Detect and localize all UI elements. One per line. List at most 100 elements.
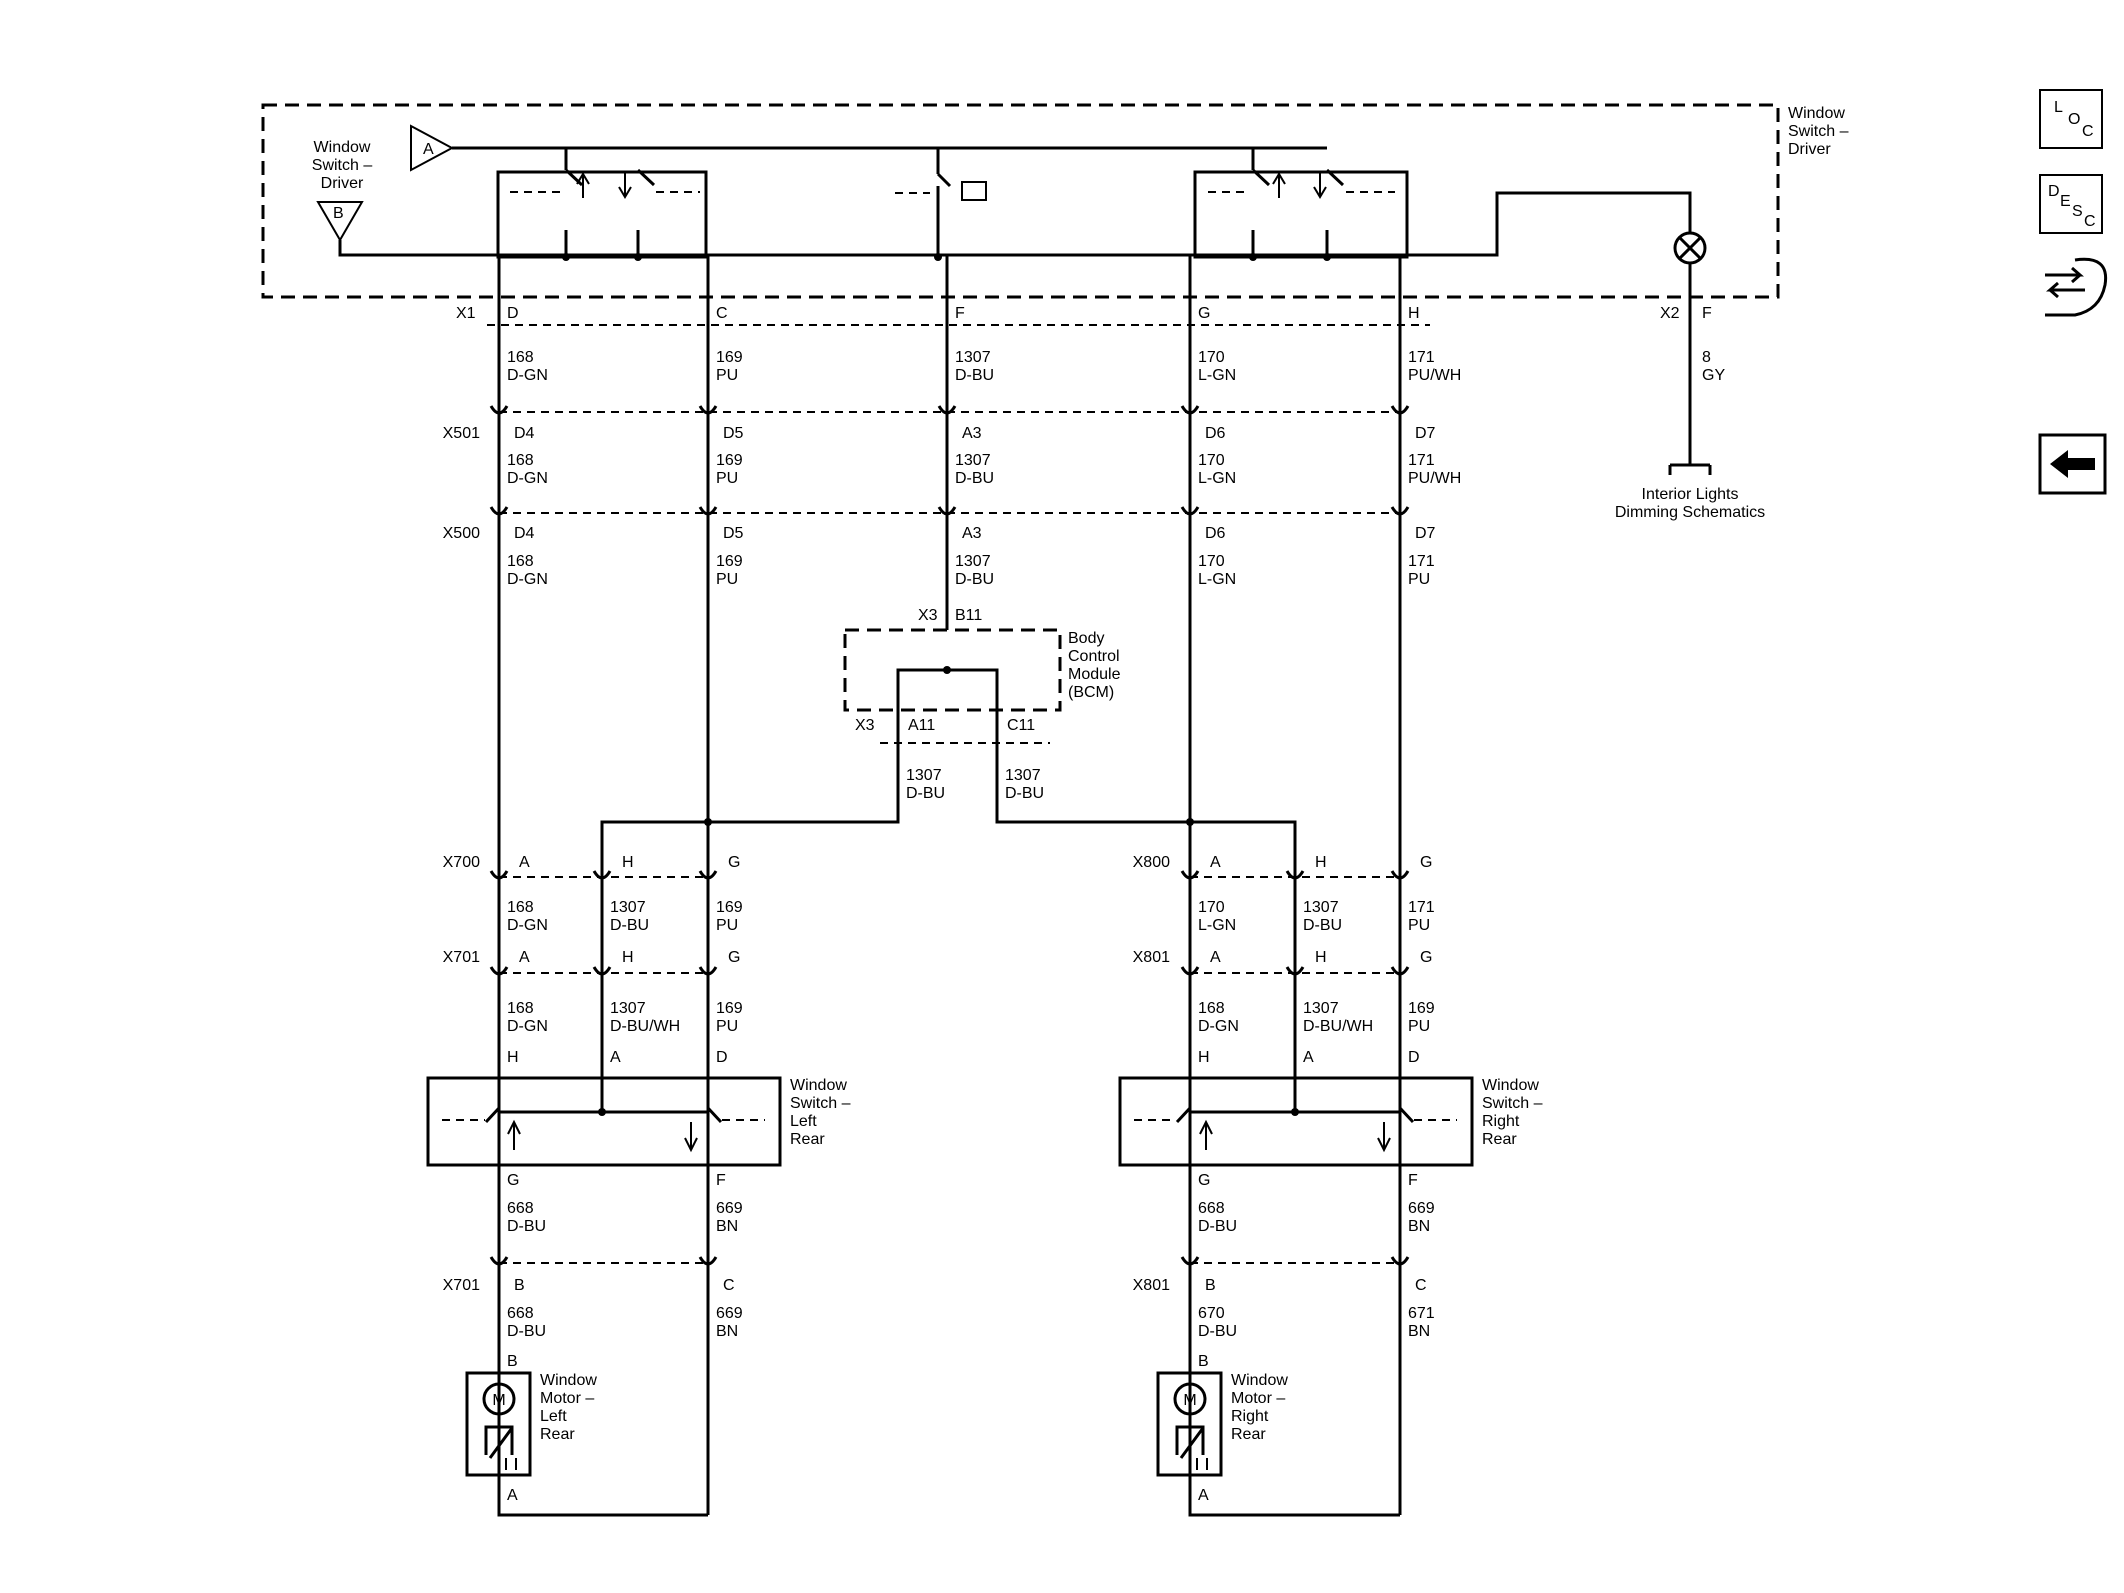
x501-pin-label: D6 xyxy=(1205,425,1226,442)
offpage-a-label: A xyxy=(423,141,434,158)
up-arrow-icon xyxy=(576,172,590,198)
switch-pin-label: D xyxy=(1408,1049,1420,1066)
wire-circuit-label: 1307 xyxy=(1303,899,1339,916)
x2-label: X2 xyxy=(1660,305,1680,322)
wire-circuit-label: 169 xyxy=(716,452,743,469)
connector-terminal xyxy=(489,966,509,976)
x700-pin-label: H xyxy=(622,854,634,871)
switch-pin-label: G xyxy=(1198,1172,1210,1189)
bcm-internal xyxy=(896,668,999,710)
connector-terminal xyxy=(1390,966,1410,976)
driver-switch-label-left-3: Driver xyxy=(321,175,364,192)
dimming-ref-1: Interior Lights xyxy=(1642,486,1739,503)
dimming-ref-2: Dimming Schematics xyxy=(1615,504,1765,521)
connector-terminal xyxy=(698,506,718,516)
driver-switch-label-left-2: Switch – xyxy=(312,157,373,174)
x801-lower-label: X801 xyxy=(1133,1277,1170,1294)
connector-terminal xyxy=(1180,966,1200,976)
right-motor-label-1: Window xyxy=(1231,1372,1288,1389)
up-arrow-icon xyxy=(507,1119,521,1150)
wire-circuit-label: 668 xyxy=(507,1200,534,1217)
x701-lower-pin: B xyxy=(514,1277,525,1294)
location-button[interactable]: L O C xyxy=(2039,89,2103,149)
driver-switch-boundary xyxy=(261,103,1780,299)
wire-color-label: BN xyxy=(716,1323,738,1340)
switch-pin-label: A xyxy=(610,1049,621,1066)
right-motor-label-3: Right xyxy=(1231,1408,1269,1425)
connector-terminal xyxy=(937,506,957,516)
driver-pin-label: H xyxy=(1408,305,1420,322)
desc-d: D xyxy=(2048,183,2060,200)
wire-circuit-label: 1307 xyxy=(906,767,942,784)
wire-circuit-label: 1307 xyxy=(1303,1000,1339,1017)
switch-pin-label: D xyxy=(716,1049,728,1066)
motor-pin-bottom: A xyxy=(507,1487,518,1504)
wire-color-label: L-GN xyxy=(1198,571,1236,588)
switch-pin-label: F xyxy=(716,1172,726,1189)
location-button-frame xyxy=(2039,89,2103,149)
wire-color-label: D-GN xyxy=(507,1018,548,1035)
x501-pin-label: D5 xyxy=(723,425,744,442)
wire-color-label: PU xyxy=(716,367,738,384)
motor-arrows xyxy=(505,1458,517,1470)
wire-color-label: BN xyxy=(1408,1218,1430,1235)
right-switch-label-3: Right xyxy=(1482,1113,1520,1130)
connector-terminal xyxy=(1390,870,1410,880)
connector-terminal xyxy=(1180,1256,1200,1266)
wire-color-label: PU/WH xyxy=(1408,367,1461,384)
x500-pin-label: D7 xyxy=(1415,525,1436,542)
wire-circuit-label: 169 xyxy=(716,899,743,916)
wire-circuit-label: 669 xyxy=(716,1305,743,1322)
x801-lower-pin: C xyxy=(1415,1277,1427,1294)
description-button-frame xyxy=(2039,174,2103,234)
connector-terminal xyxy=(1390,1256,1410,1266)
left-motor-return xyxy=(497,1475,708,1517)
diagnostic-icon[interactable] xyxy=(2045,257,2108,317)
motor-pin-top: B xyxy=(1198,1353,1209,1370)
wire-circuit-label: 170 xyxy=(1198,349,1225,366)
motor-icon xyxy=(1173,1382,1207,1416)
left-motor-symbol: M xyxy=(492,1392,505,1409)
splice-dot xyxy=(634,253,642,261)
back-button-frame xyxy=(2038,433,2107,495)
connector-terminal xyxy=(698,870,718,880)
wire-circuit-label: 169 xyxy=(716,553,743,570)
wire-circuit-label: 171 xyxy=(1408,452,1435,469)
wire-circuit-label: 668 xyxy=(507,1305,534,1322)
driver-window-switch: Window Switch – Driver Window Switch – D… xyxy=(261,103,1849,299)
connector-terminal xyxy=(698,1256,718,1266)
wire-circuit-label: 1307 xyxy=(955,553,991,570)
back-arrow-icon xyxy=(2050,450,2095,478)
up-arrow-icon xyxy=(1199,1119,1213,1150)
wire-color-label: L-GN xyxy=(1198,367,1236,384)
wire-color-label: PU xyxy=(716,917,738,934)
x500-pin-label: D6 xyxy=(1205,525,1226,542)
back-button[interactable] xyxy=(2038,433,2107,495)
wire-circuit-label: 669 xyxy=(716,1200,743,1217)
connector-terminal xyxy=(698,966,718,976)
left-switch-body xyxy=(426,1076,782,1167)
left-switch-label-4: Rear xyxy=(790,1131,825,1148)
right-switch-label-4: Rear xyxy=(1482,1131,1517,1148)
wire-color-label: D-GN xyxy=(507,367,548,384)
wire-color-label: PU xyxy=(1408,1018,1430,1035)
connector-terminal xyxy=(489,870,509,880)
wire-circuit-label: 671 xyxy=(1408,1305,1435,1322)
description-button[interactable]: D E S C xyxy=(2039,174,2103,234)
wire-color-label: PU xyxy=(1408,571,1430,588)
wire-circuit-label: 168 xyxy=(507,899,534,916)
wire-circuit-label: 170 xyxy=(1198,553,1225,570)
driver-switch-label-3: Driver xyxy=(1788,141,1831,158)
wire-circuit-label: 169 xyxy=(716,349,743,366)
wire-circuit-label: 668 xyxy=(1198,1200,1225,1217)
splice-dot xyxy=(562,253,570,261)
connector-terminal xyxy=(489,405,509,415)
wire-circuit-label: 168 xyxy=(507,452,534,469)
wire-color-label: D-BU xyxy=(906,785,945,802)
left-motor-label-2: Motor – xyxy=(540,1390,594,1407)
x1-label: X1 xyxy=(456,305,476,322)
connector-terminal xyxy=(1285,870,1305,880)
connector-terminal xyxy=(1180,405,1200,415)
wire-circuit-label: 1307 xyxy=(610,899,646,916)
bcm-out-right xyxy=(995,710,1297,1112)
